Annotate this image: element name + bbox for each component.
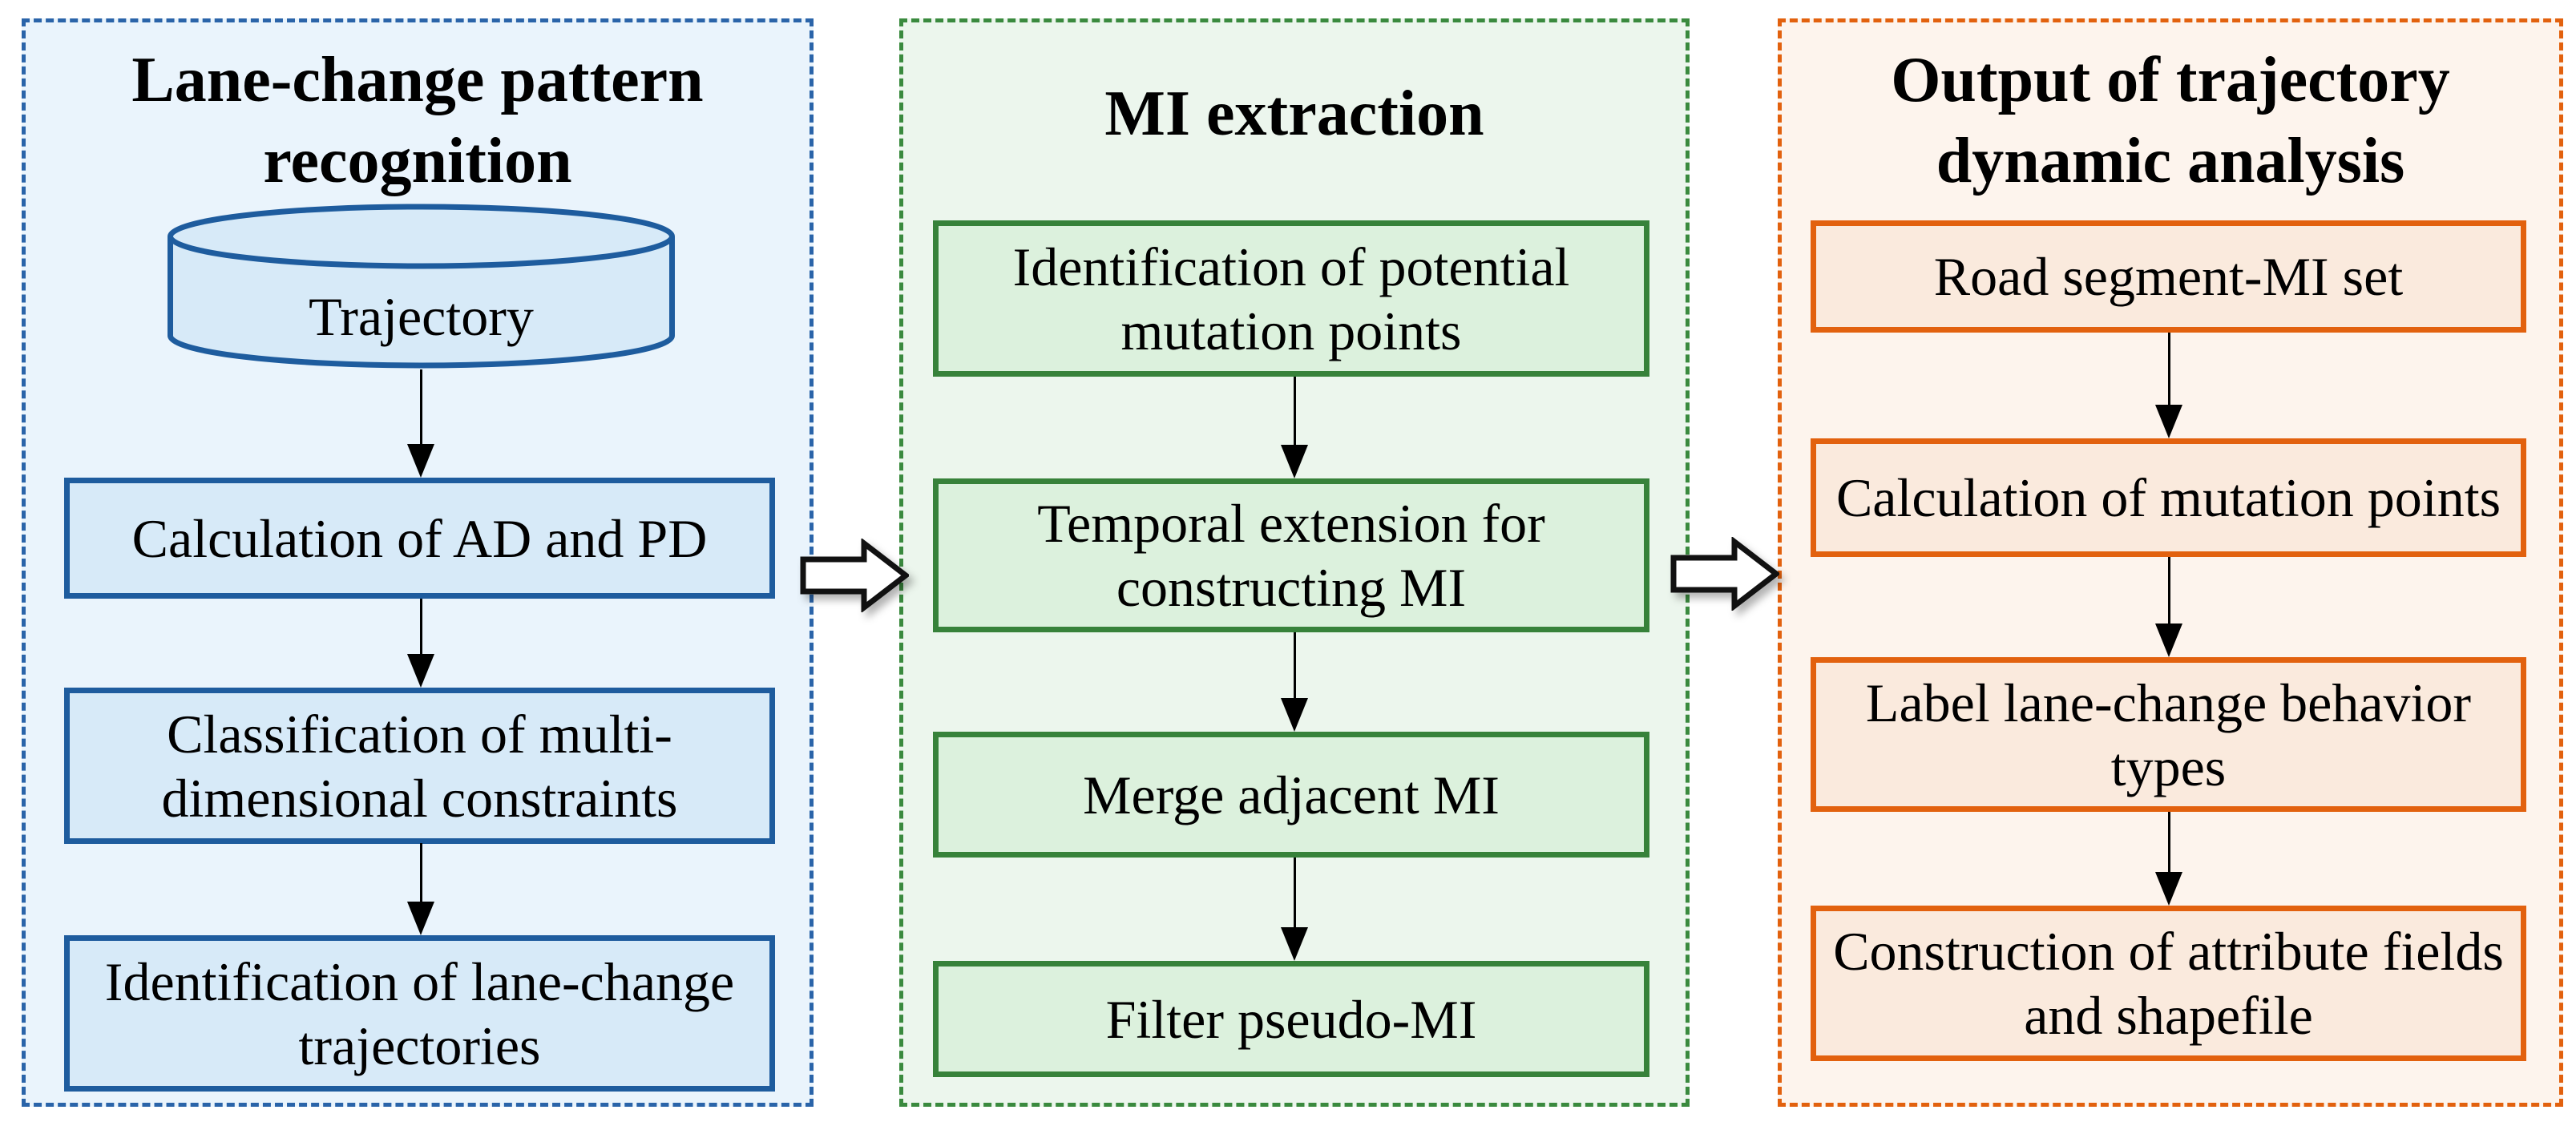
node-label: Classification of multi- [167, 703, 672, 765]
node-label: mutation points [1120, 300, 1462, 361]
connector-line [419, 599, 422, 656]
node-label: and shapefile [2024, 985, 2313, 1046]
node-box-construction-of-attribute-fields: Construction of attribute fields and sha… [1811, 906, 2526, 1061]
node-label: Filter pseudo-MI [1105, 988, 1477, 1050]
panel-title: Output of trajectory dynamic analysis [1782, 40, 2559, 202]
arrowhead-down-icon [407, 654, 434, 688]
cylinder-top [168, 204, 675, 269]
node-box-label-lane-change-behavior-types: Label lane-change behavior types [1811, 657, 2526, 812]
connector-line [1293, 377, 1296, 446]
arrowhead-down-icon [1281, 927, 1308, 961]
node-box-identification-of-potential-mutation-points: Identification of potential mutation poi… [933, 220, 1649, 377]
node-trajectory-cylinder: Trajectory [168, 204, 675, 369]
node-label: dimensional constraints [161, 767, 678, 829]
node-label: trajectories [298, 1015, 541, 1076]
arrowhead-down-icon [407, 444, 434, 478]
node-box-calculation-of-ad-and-pd: Calculation of AD and PD [64, 478, 775, 599]
connector-line [2167, 557, 2170, 625]
panel-mi-extraction: MI extraction Identification of potentia… [899, 18, 1690, 1107]
arrowhead-down-icon [2155, 405, 2182, 438]
connector-line [1293, 858, 1296, 929]
arrowhead-down-icon [407, 902, 434, 935]
cylinder-body [168, 236, 675, 369]
connector-line [1293, 632, 1296, 700]
flow-arrow-right-icon [800, 539, 909, 612]
flow-arrow-shape [1670, 537, 1779, 611]
node-box-classification-of-constraints: Classification of multi- dimensional con… [64, 688, 775, 844]
arrowhead-down-icon [1281, 445, 1308, 478]
connector-line [2167, 333, 2170, 406]
node-box-identification-of-lane-change-trajectories: Identification of lane-change trajectori… [64, 935, 775, 1092]
arrowhead-down-icon [2155, 623, 2182, 657]
connector-line [419, 843, 422, 903]
node-label: Identification of potential [1012, 236, 1570, 297]
node-label: constructing MI [1116, 557, 1467, 618]
node-label: Trajectory [309, 286, 534, 347]
node-label: Temporal extension for [1037, 493, 1545, 554]
flow-arrow-right-icon [1670, 537, 1779, 611]
node-box-calculation-of-mutation-points: Calculation of mutation points [1811, 438, 2526, 557]
panel-title-line: Output of trajectory [1891, 45, 2450, 115]
node-label: Calculation of mutation points [1835, 467, 2501, 528]
flow-arrow-shape [800, 539, 909, 612]
node-box-filter-pseudo-mi: Filter pseudo-MI [933, 961, 1649, 1077]
node-box-temporal-extension: Temporal extension for constructing MI [933, 478, 1649, 632]
node-label: Merge adjacent MI [1083, 764, 1500, 825]
panel-title-line: Lane-change pattern [131, 45, 704, 115]
node-label: Calculation of AD and PD [131, 507, 708, 569]
panel-title: MI extraction [903, 74, 1686, 155]
panel-title-line: MI extraction [1104, 79, 1484, 149]
node-label: Label lane-change behavior [1865, 672, 2472, 733]
node-label: types [2110, 736, 2227, 797]
panel-lane-change-pattern-recognition: Lane-change pattern recognition Trajecto… [22, 18, 814, 1107]
panel-title-line: dynamic analysis [1936, 126, 2405, 196]
connector-line [419, 369, 422, 446]
panel-output-of-trajectory-dynamic-analysis: Output of trajectory dynamic analysis Ro… [1778, 18, 2563, 1107]
node-label: Construction of attribute fields [1833, 921, 2504, 982]
panel-title: Lane-change pattern recognition [26, 40, 810, 202]
node-box-merge-adjacent-mi: Merge adjacent MI [933, 732, 1649, 858]
arrowhead-down-icon [1281, 698, 1308, 732]
node-box-road-segment-mi-set: Road segment-MI set [1811, 220, 2526, 333]
panel-title-line: recognition [263, 126, 572, 196]
arrowhead-down-icon [2155, 872, 2182, 906]
connector-line [2167, 812, 2170, 874]
node-label: Road segment-MI set [1933, 246, 2404, 307]
node-label: Identification of lane-change [104, 950, 735, 1012]
